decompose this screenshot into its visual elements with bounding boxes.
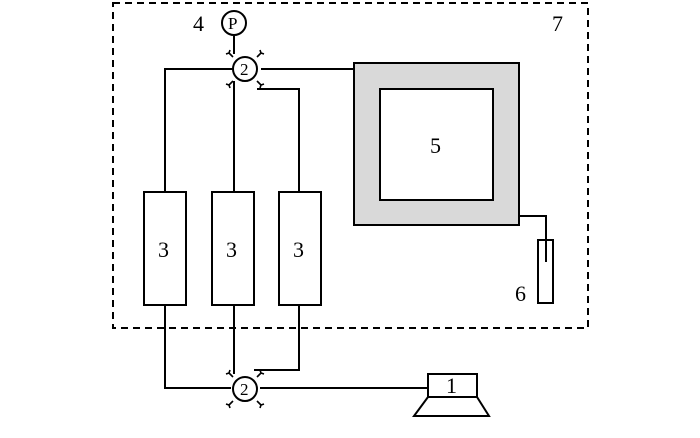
column-1-label: 3 <box>158 237 169 262</box>
pressure-gauge-symbol: P <box>228 14 237 33</box>
pump-label: 1 <box>446 373 457 398</box>
chamber: 5 <box>353 62 520 226</box>
top-piping <box>164 36 354 192</box>
bottom-valve: 2 <box>225 369 265 409</box>
column-2: 3 <box>211 191 255 306</box>
collector-label: 6 <box>515 281 526 306</box>
top-valve-label: 2 <box>240 60 249 79</box>
bottom-piping <box>164 305 428 389</box>
pump: 1 <box>412 373 491 417</box>
collector-tube <box>537 238 554 304</box>
top-valve: 2 <box>225 49 265 89</box>
chamber-label: 5 <box>430 133 441 158</box>
column-3-label: 3 <box>293 237 304 262</box>
bottom-valve-label: 2 <box>240 380 249 399</box>
pressure-gauge-label: 4 <box>193 11 204 36</box>
pressure-gauge: P <box>221 10 247 36</box>
column-1: 3 <box>143 191 187 306</box>
enclosure-box <box>112 2 589 329</box>
column-3: 3 <box>278 191 322 306</box>
column-2-label: 3 <box>226 237 237 262</box>
enclosure-label: 7 <box>552 11 563 36</box>
